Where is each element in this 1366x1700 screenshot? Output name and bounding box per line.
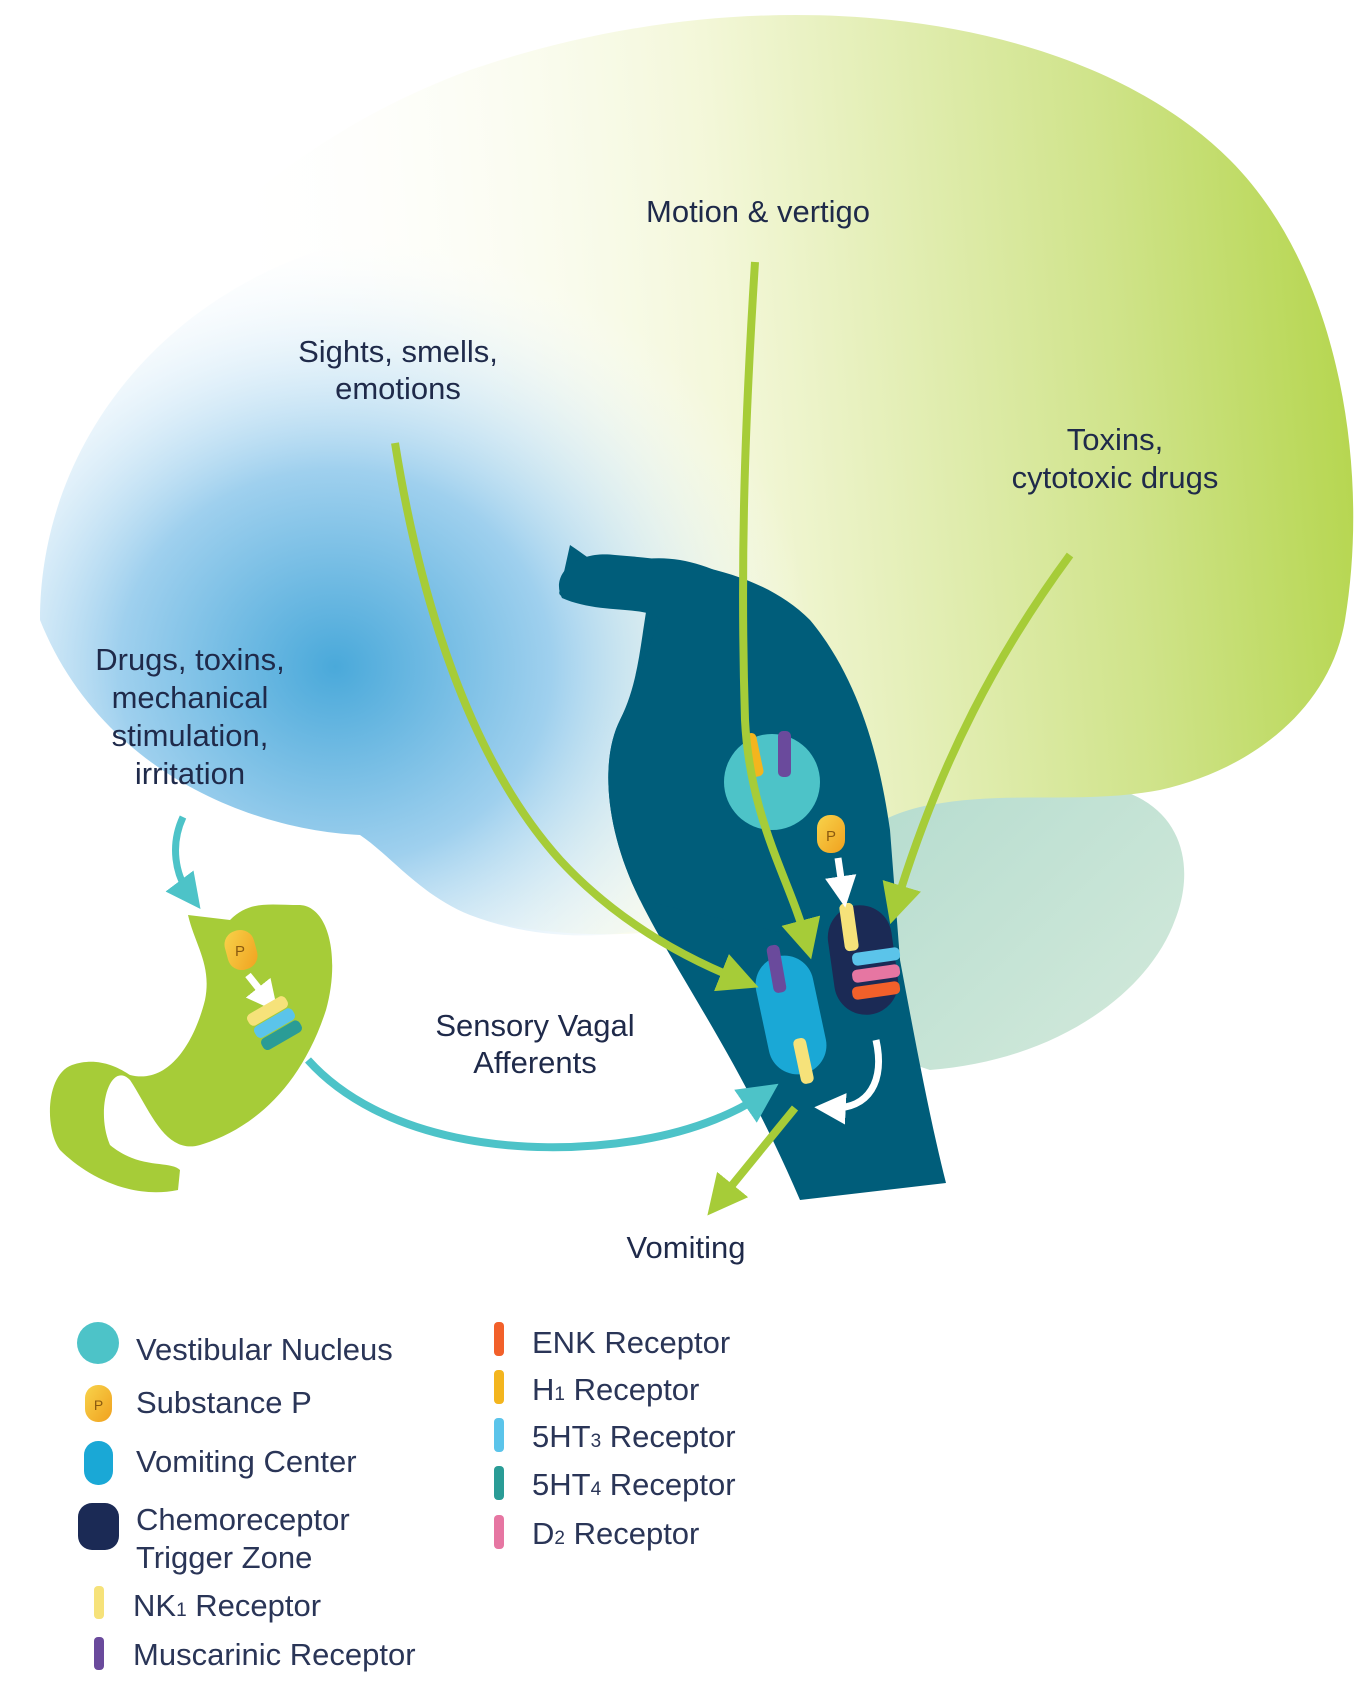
- legend-icon-d2-receptor: [494, 1515, 504, 1549]
- vestibular-nucleus: [724, 734, 820, 830]
- nk1-receptor-vc: [793, 1037, 814, 1084]
- d2-receptor-ctz: [852, 964, 901, 983]
- label-toxins-line1: Toxins,: [1067, 422, 1163, 457]
- legend-icon-nk1-receptor: [94, 1586, 104, 1619]
- legend-icon-vestibular-nucleus: [77, 1322, 119, 1364]
- legend-label-nk1-receptor: NK1 Receptor: [133, 1588, 321, 1623]
- legend-icon-ctz: [78, 1503, 119, 1550]
- muscarinic-receptor-vestibular: [778, 731, 791, 777]
- legend-label-substance-p: Substance P: [136, 1385, 312, 1420]
- legend-icon-h1-receptor: [494, 1370, 504, 1404]
- label-vagal-line1: Sensory Vagal: [435, 1008, 634, 1043]
- substance-p-arrow-ctz: [825, 857, 857, 908]
- legend-right: ENK Receptor H1 Receptor 5HT3 Receptor 5…: [494, 1322, 736, 1551]
- substance-p-ctz: P: [817, 815, 845, 853]
- 5ht3-receptor-ctz: [852, 947, 901, 966]
- label-vomiting: Vomiting: [627, 1230, 746, 1265]
- svg-text:P: P: [235, 943, 245, 960]
- legend-label-ctz-line1: Chemoreceptor: [136, 1502, 350, 1537]
- legend-icon-vomiting-center: [84, 1441, 113, 1485]
- arrow-vagal-afferents: [305, 1057, 779, 1152]
- label-motion-vertigo: Motion & vertigo: [646, 194, 870, 229]
- svg-text:P: P: [94, 1397, 103, 1413]
- nk1-receptor-ctz: [839, 902, 859, 952]
- label-sights-line1: Sights, smells,: [298, 334, 498, 369]
- legend-label-h1-receptor: H1 Receptor: [532, 1372, 699, 1407]
- substance-p-stomach: P: [224, 929, 258, 971]
- brainstem-upper: [558, 554, 900, 960]
- legend-icon-substance-p: P: [85, 1385, 112, 1422]
- legend-icon-5ht4-receptor: [494, 1466, 504, 1500]
- legend-label-vomiting-center: Vomiting Center: [136, 1444, 357, 1479]
- arrow-sights: [391, 442, 759, 992]
- legend-label-muscarinic-receptor: Muscarinic Receptor: [133, 1637, 416, 1672]
- label-drugs-line4: irritation: [135, 756, 245, 791]
- legend-label-vestibular-nucleus: Vestibular Nucleus: [136, 1332, 393, 1367]
- legend-label-5ht3-receptor: 5HT3 Receptor: [532, 1419, 736, 1454]
- label-sights-line2: emotions: [335, 371, 461, 406]
- ctz-to-vc-arrow: [814, 1039, 883, 1125]
- legend-label-enk-receptor: ENK Receptor: [532, 1325, 730, 1360]
- muscarinic-receptor-vc: [766, 944, 787, 993]
- legend-label-d2-receptor: D2 Receptor: [532, 1516, 699, 1551]
- label-toxins-line2: cytotoxic drugs: [1012, 460, 1219, 495]
- arrow-toxins: [882, 552, 1074, 925]
- enk-receptor-ctz: [852, 981, 901, 1000]
- stomach-receptor-cluster: [247, 996, 302, 1051]
- legend-icon-muscarinic-receptor: [94, 1637, 104, 1670]
- legend-left: Vestibular Nucleus P Substance P Vomitin…: [77, 1322, 416, 1672]
- svg-text:P: P: [826, 828, 836, 845]
- arrow-drugs: [165, 815, 201, 910]
- legend-label-5ht4-receptor: 5HT4 Receptor: [532, 1467, 736, 1502]
- legend-icon-5ht3-receptor: [494, 1418, 504, 1452]
- legend-icon-enk-receptor: [494, 1322, 504, 1356]
- cerebellum-lobe: [870, 775, 1185, 1070]
- arrow-motion: [739, 261, 821, 960]
- legend-label-ctz-line2: Trigger Zone: [136, 1540, 312, 1575]
- label-drugs-line2: mechanical: [112, 680, 269, 715]
- substance-p-arrow-stomach: [245, 972, 278, 1013]
- stomach: [49, 904, 333, 1193]
- label-vagal-line2: Afferents: [473, 1045, 597, 1080]
- label-drugs-line3: stimulation,: [112, 718, 269, 753]
- arrow-vomiting: [707, 1105, 799, 1216]
- label-drugs-line1: Drugs, toxins,: [95, 642, 285, 677]
